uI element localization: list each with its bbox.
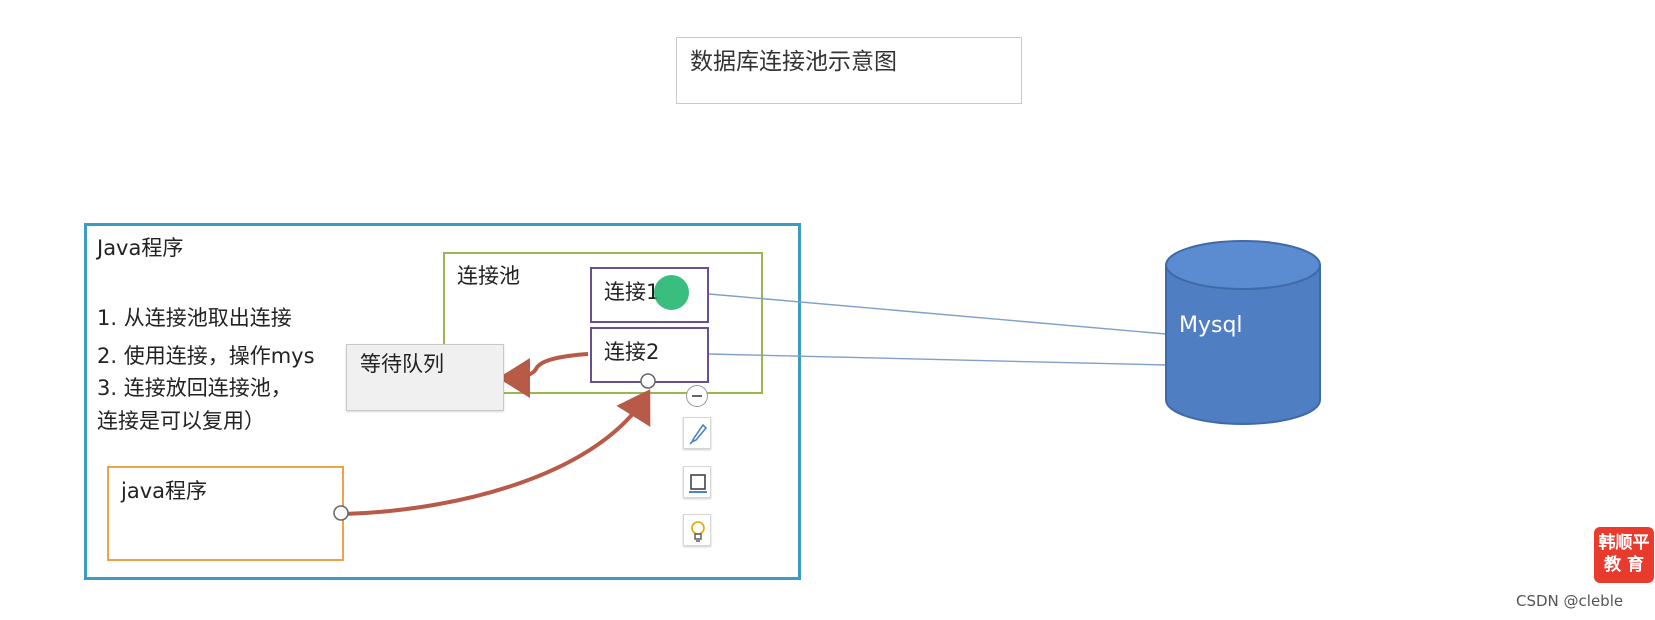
brand-badge-line-1: 韩顺平 [1598, 533, 1650, 553]
step-1-text: 1. 从连接池取出连接 [97, 306, 292, 330]
step-2-text: 2. 使用连接，操作mys [97, 344, 315, 368]
connection-pool-label: 连接池 [457, 264, 520, 288]
brand-badge: 韩顺平 教 育 [1594, 527, 1654, 583]
mysql-label: Mysql [1179, 313, 1243, 338]
connection-1-link-line [708, 293, 1167, 335]
mysql-database-cylinder [1165, 240, 1321, 425]
connector-handle-right[interactable] [640, 373, 656, 389]
frame-icon[interactable] [683, 466, 711, 498]
cursor-highlight [654, 275, 689, 310]
connection-2-link-line [708, 353, 1167, 366]
connection-1-label: 连接1 [604, 280, 660, 304]
diagram-title: 数据库连接池示意图 [690, 49, 897, 75]
step-3-text: 3. 连接放回连接池， [97, 376, 292, 400]
connector-handle-left[interactable] [333, 505, 349, 521]
brand-badge-line-2: 教 育 [1604, 555, 1644, 575]
connection-1-box[interactable] [590, 267, 709, 323]
credit-text: CSDN @cleble [1516, 592, 1624, 610]
wait-queue-box [346, 344, 504, 411]
java-program-inner-box [107, 466, 344, 561]
wait-queue-label: 等待队列 [360, 352, 444, 376]
step-3-continued-text: 连接是可以复用） [97, 409, 265, 433]
java-program-inner-label: java程序 [121, 479, 207, 503]
title-box [676, 37, 1022, 104]
program-to-connection-arrow [343, 389, 651, 516]
collapse-icon[interactable] [686, 385, 708, 407]
lightbulb-icon[interactable] [683, 514, 711, 546]
connection-2-label: 连接2 [604, 340, 660, 364]
java-program-outer-label: Java程序 [97, 236, 184, 260]
brush-icon[interactable] [683, 417, 711, 449]
to-wait-queue-arrow [498, 352, 589, 398]
